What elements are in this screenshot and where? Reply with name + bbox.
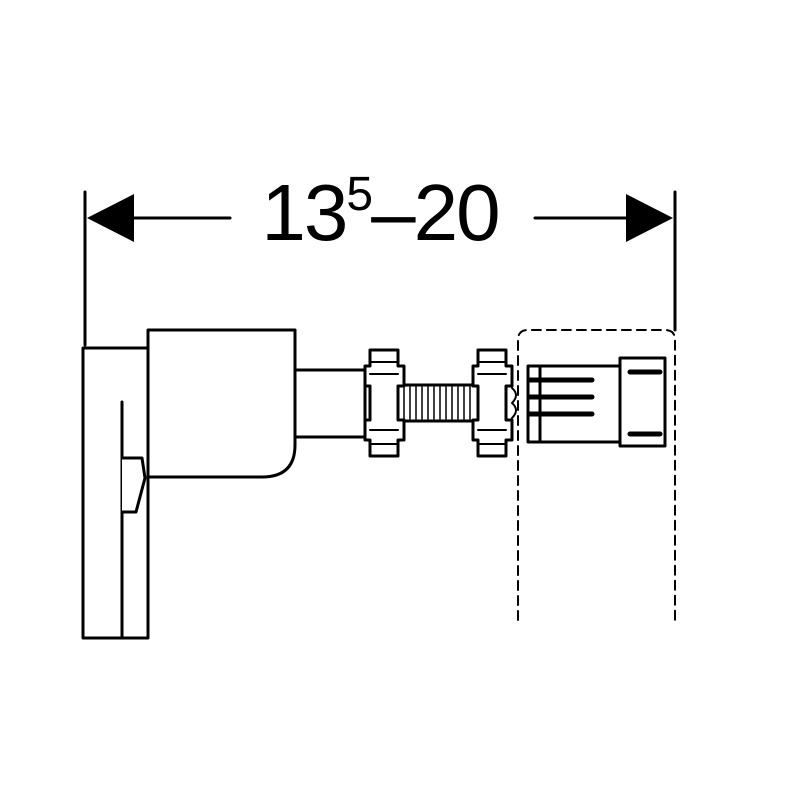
dimension-rest: –20	[371, 168, 500, 257]
dimension-label: 135–20	[230, 168, 530, 258]
dashed-zone	[517, 329, 676, 621]
nut-left	[363, 348, 406, 458]
dimension-superscript: 5	[346, 168, 373, 221]
wall-plate	[81, 346, 150, 640]
connecting-sleeve	[293, 368, 367, 439]
end-adapter	[526, 356, 667, 448]
arrowhead-left	[87, 194, 134, 242]
handle-lever	[120, 456, 147, 514]
nut-right	[471, 348, 514, 458]
rod-threads	[403, 386, 471, 420]
dimension-main: 13	[261, 168, 348, 257]
valve-body	[146, 328, 297, 479]
coupling-joint	[511, 387, 517, 419]
arrowhead-right	[626, 194, 673, 242]
